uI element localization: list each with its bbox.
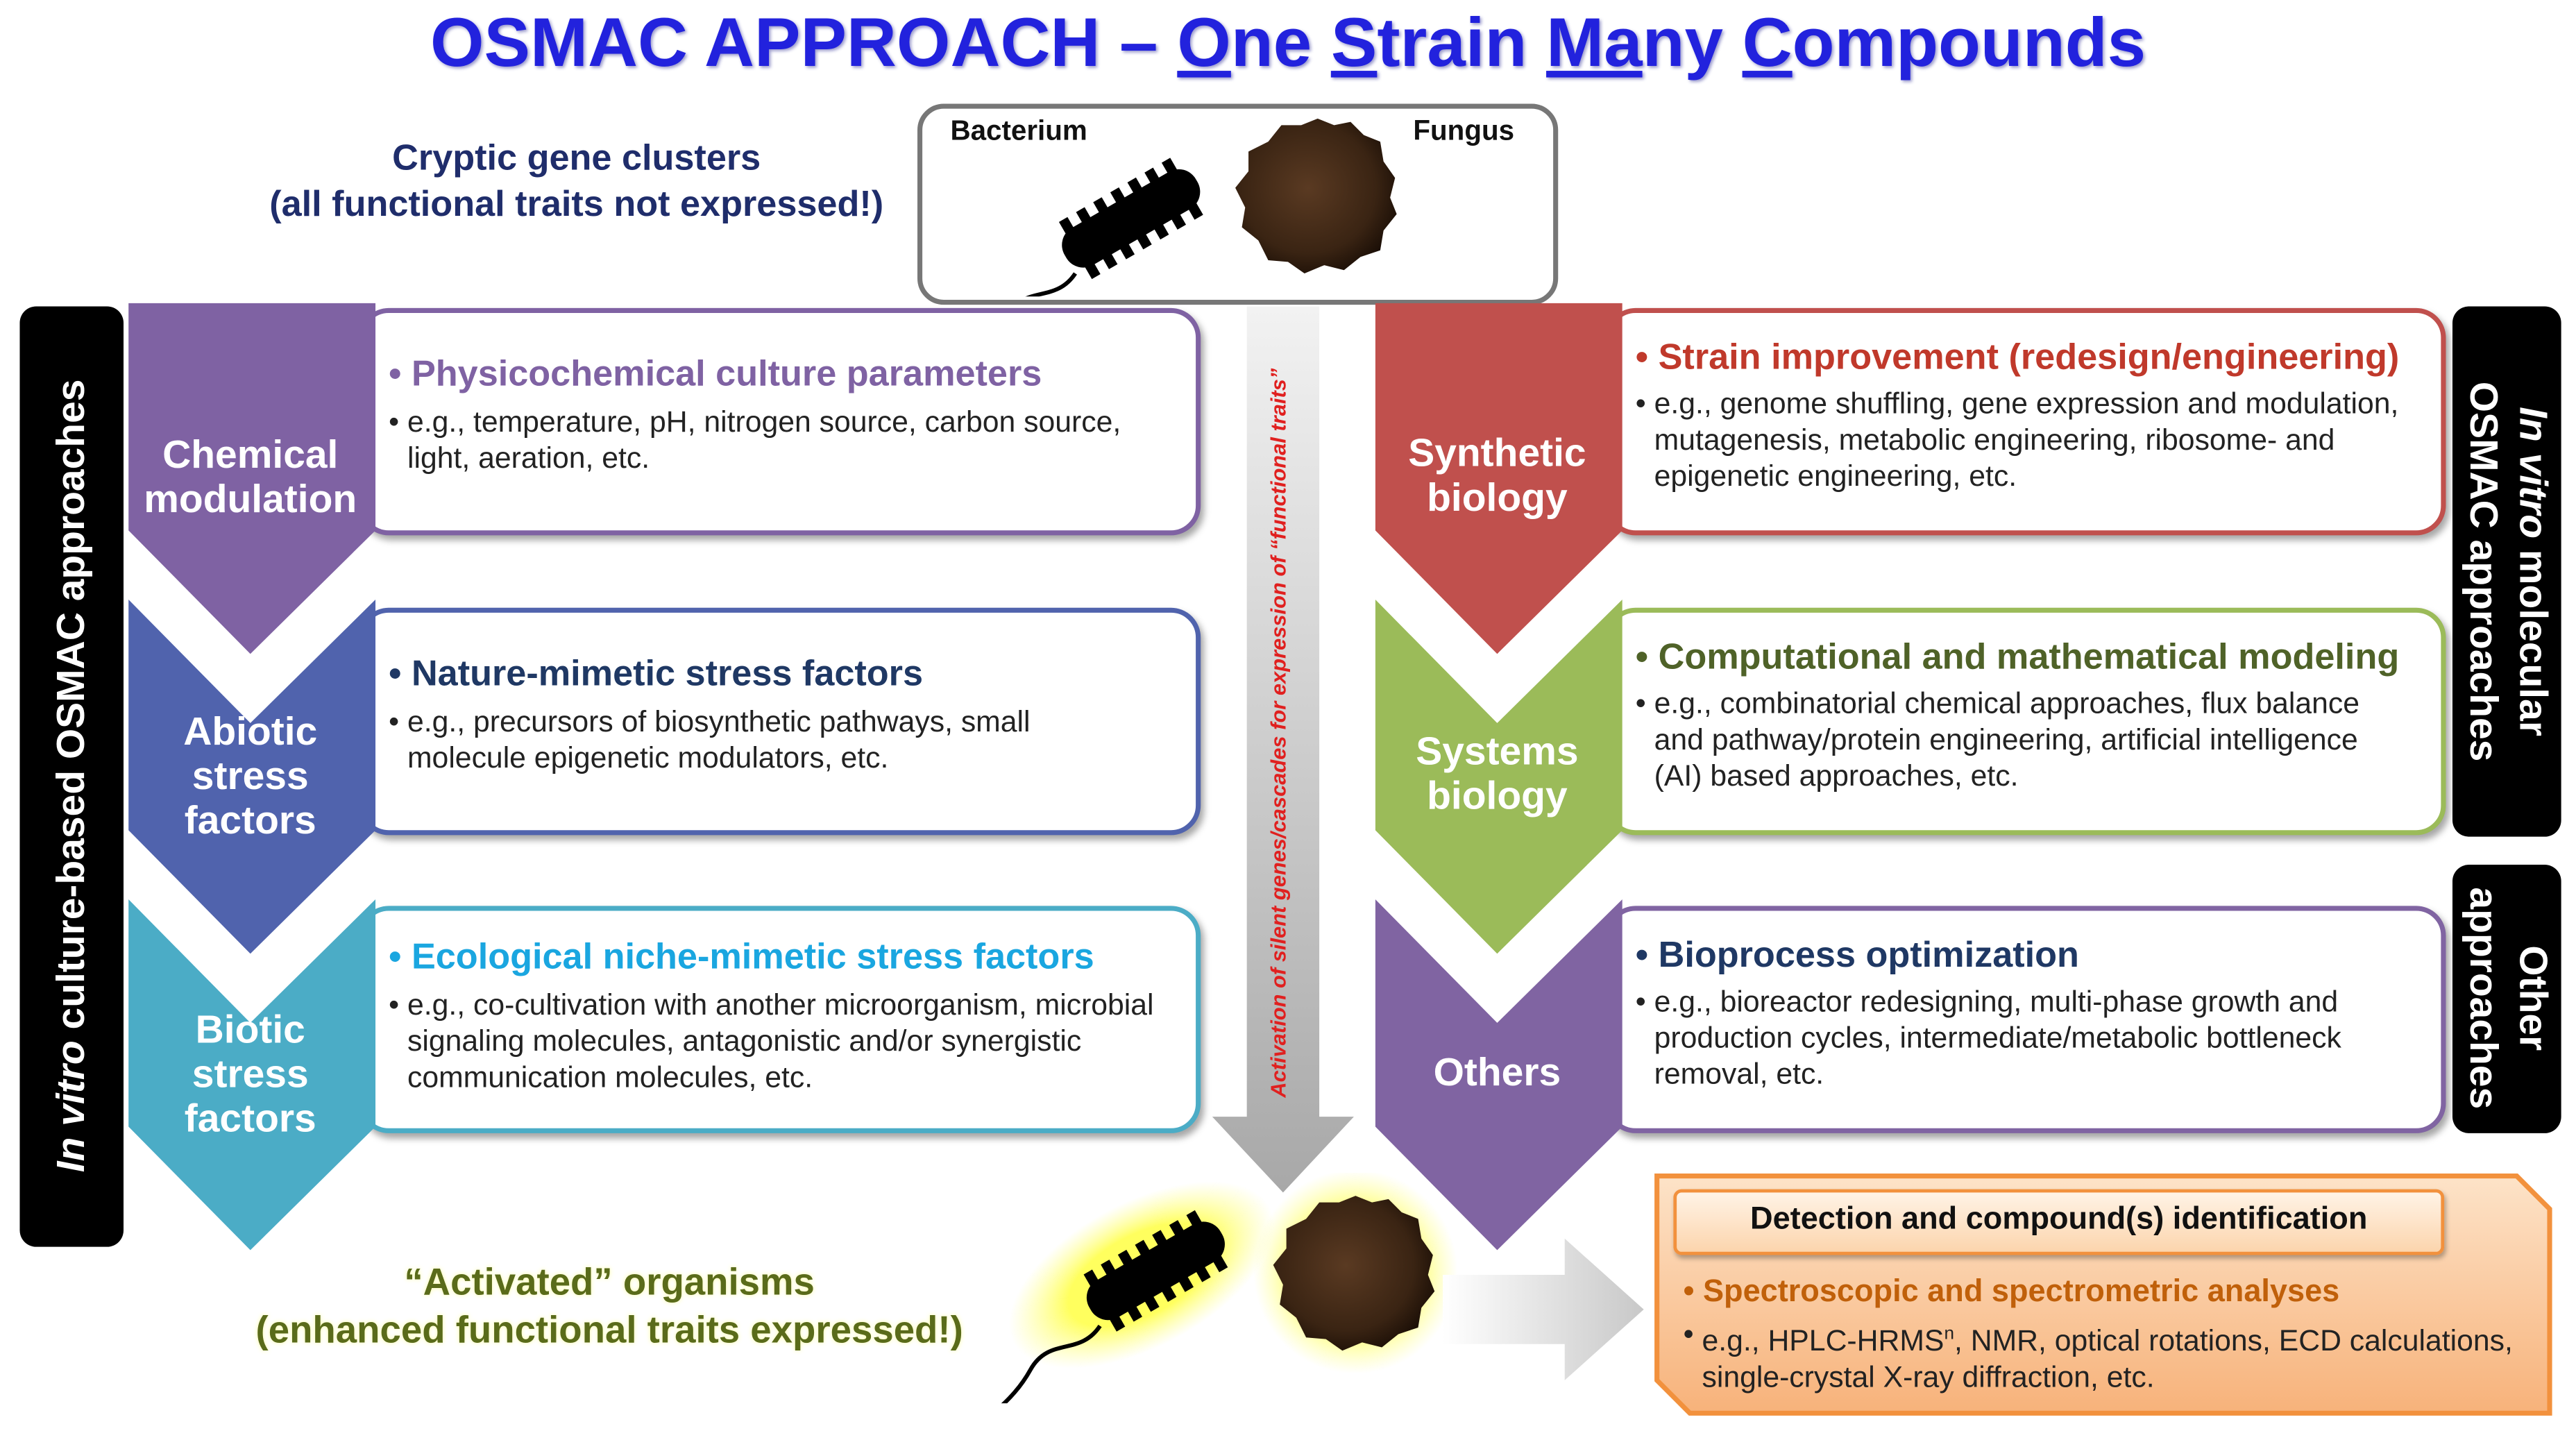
bacterium-label: Bacterium [950, 115, 1087, 147]
activated-organisms-icons [995, 1172, 1458, 1404]
right-body-2-text: e.g., combinatorial chemical approaches,… [1654, 686, 2360, 793]
bacterium-icon [969, 158, 1203, 297]
other-line1: Other [2510, 945, 2555, 1051]
right-side-bar-other [2452, 865, 2561, 1133]
title-letter-s: S [1330, 3, 1378, 81]
fungus-label: Fungus [1413, 115, 1515, 147]
right-chevrons [1375, 303, 1622, 1251]
right-side-label-other: Other approaches [2457, 887, 2556, 1109]
title-word-one: ne [1230, 3, 1331, 81]
chevron-abiotic-stress: Abiotic stress factors [183, 709, 318, 844]
left-heading-1-text: Physicochemical culture parameters [411, 352, 1042, 394]
cryptic-line-2: (all functional traits not expressed!) [269, 183, 884, 224]
left-body-1: • e.g., temperature, pH, nitrogen source… [389, 403, 1138, 475]
detection-body-pre: e.g., HPLC-HRMS [1702, 1324, 1944, 1357]
diagram-title: OSMAC APPROACH – One Strain Many Compoun… [0, 3, 2576, 83]
right-heading-3-text: Bioprocess optimization [1658, 933, 2079, 976]
title-prefix: OSMAC APPROACH – [430, 3, 1178, 81]
detection-heading: • Spectroscopic and spectrometric analys… [1683, 1275, 2340, 1310]
title-letter-o: O [1177, 3, 1231, 81]
right-heading-1-text: Strain improvement (redesign/engineering… [1658, 336, 2400, 378]
chevron-systems-biology: Systems biology [1416, 729, 1579, 819]
organism-box [917, 103, 1559, 305]
right-body-2: • e.g., combinatorial chemical approache… [1636, 685, 2409, 794]
left-heading-3-text: Ecological niche-mimetic stress factors [411, 935, 1094, 977]
detection-body: • e.g., HPLC-HRMSn, NMR, optical rotatio… [1683, 1317, 2513, 1394]
right-heading-2-text: Computational and mathematical modeling [1658, 636, 2400, 677]
left-box-3 [359, 906, 1201, 1133]
right-box-1 [1606, 307, 2446, 536]
left-body-2-text: e.g., precursors of biosynthetic pathway… [407, 704, 1031, 774]
left-side-bar [19, 306, 124, 1247]
left-heading-2-text: Nature-mimetic stress factors [411, 652, 924, 694]
detection-body-post: , NMR, optical rotations, ECD calculatio… [1702, 1324, 2513, 1394]
cryptic-line-1: Cryptic gene clusters [392, 136, 761, 178]
chevron-others: Others [1433, 1051, 1561, 1096]
left-box-2 [359, 607, 1201, 836]
left-chevrons [128, 303, 376, 1251]
chevron-biotic-stress: Biotic stress factors [184, 1008, 316, 1142]
left-side-label: In vitro culture-based OSMAC approaches [48, 380, 97, 1173]
left-body-3: • e.g., co-cultivation with another micr… [389, 987, 1179, 1096]
other-line2: approaches [2460, 887, 2505, 1110]
activation-arrow-text: Activation of silent genes/cascades for … [1265, 368, 1291, 1098]
detection-heading-text: Spectroscopic and spectrometric analyses [1702, 1275, 2340, 1310]
right-body-1: • e.g., genome shuffling, gene expressio… [1636, 385, 2409, 494]
left-heading-2: • Nature-mimetic stress factors [389, 652, 924, 694]
detection-body-sup: n [1944, 1324, 1955, 1344]
right-body-3-text: e.g., bioreactor redesigning, multi-phas… [1654, 985, 2341, 1091]
title-letter-c: C [1742, 3, 1793, 81]
cryptic-gene-clusters-label: Cryptic gene clusters (all functional tr… [247, 135, 906, 228]
chevron-chemical-modulation: Chemical modulation [144, 433, 357, 523]
activated-organisms-label: “Activated” organisms (enhanced function… [247, 1258, 972, 1354]
right-heading-1: • Strain improvement (redesign/engineeri… [1635, 336, 2400, 378]
detection-title: Detection and compound(s) identification [1750, 1202, 2368, 1237]
right-box-2 [1606, 607, 2446, 836]
left-heading-3: • Ecological niche-mimetic stress factor… [389, 935, 1094, 977]
fungus-icon [1235, 118, 1397, 273]
left-body-3-text: e.g., co-cultivation with another microo… [407, 988, 1154, 1094]
right-body-1-text: e.g., genome shuffling, gene expression … [1654, 387, 2399, 493]
title-word-strain: train [1377, 3, 1547, 81]
right-side-italic: In vitro [2510, 407, 2555, 539]
left-heading-1: • Physicochemical culture parameters [389, 352, 1042, 394]
left-body-2: • e.g., precursors of biosynthetic pathw… [389, 703, 1146, 775]
right-body-3: • e.g., bioreactor redesigning, multi-ph… [1636, 983, 2409, 1092]
detection-arrow [1443, 1238, 1644, 1380]
activated-line-2: (enhanced functional traits expressed!) [255, 1307, 963, 1351]
title-word-many: ny [1642, 3, 1743, 81]
right-side-line2: OSMAC approaches [2460, 381, 2505, 762]
right-heading-3: • Bioprocess optimization [1635, 933, 2079, 976]
chevron-synthetic-biology: Synthetic biology [1408, 431, 1586, 520]
right-side-bar-molecular [2452, 306, 2561, 837]
title-word-compounds: ompounds [1792, 3, 2146, 81]
right-box-3 [1606, 906, 2446, 1133]
activation-arrow [1212, 306, 1354, 1193]
left-body-1-text: e.g., temperature, pH, nitrogen source, … [407, 405, 1121, 475]
detection-title-box [1673, 1189, 2445, 1255]
title-letter-ma: Ma [1546, 3, 1643, 81]
activated-line-1: “Activated” organisms [404, 1260, 815, 1303]
left-box-1 [359, 307, 1201, 536]
left-side-rest: culture-based OSMAC approaches [49, 379, 94, 1041]
right-side-label-molecular: In vitro molecular OSMAC approaches [2457, 382, 2556, 762]
right-heading-2: • Computational and mathematical modelin… [1635, 636, 2400, 677]
left-side-italic: In vitro [49, 1040, 94, 1173]
right-side-line1: molecular [2510, 539, 2555, 736]
